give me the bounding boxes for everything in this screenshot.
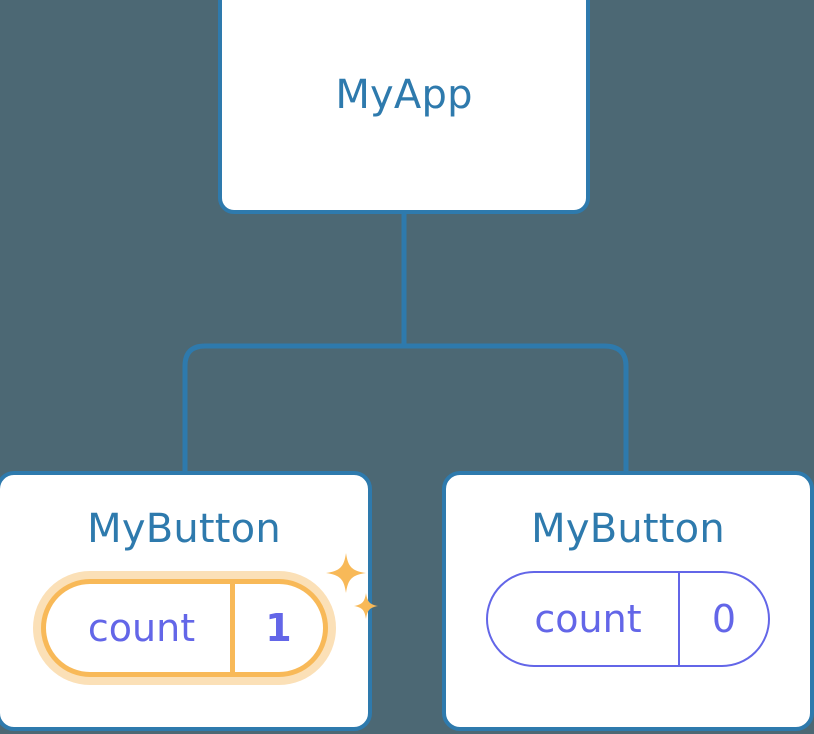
node-myapp[interactable]: MyApp — [218, 0, 590, 214]
state-value: 0 — [678, 573, 768, 665]
state-key: count — [87, 606, 196, 650]
state-pill-wrapper: count 1 — [32, 553, 378, 685]
node-mybutton-right[interactable]: MyButton count 0 — [442, 471, 814, 731]
node-title: MyButton — [531, 506, 725, 552]
state-pill-highlighted[interactable]: count 1 — [40, 579, 328, 677]
state-pill-glow: count 1 — [32, 571, 336, 685]
connector-branch — [182, 343, 629, 471]
node-title: MyApp — [335, 72, 473, 118]
state-pill[interactable]: count 0 — [486, 571, 770, 667]
state-key: count — [534, 597, 642, 641]
state-pill-wrapper: count 0 — [486, 571, 770, 667]
node-title: MyButton — [87, 506, 281, 552]
node-mybutton-left[interactable]: MyButton count 1 — [0, 471, 378, 731]
state-value: 1 — [229, 584, 323, 672]
